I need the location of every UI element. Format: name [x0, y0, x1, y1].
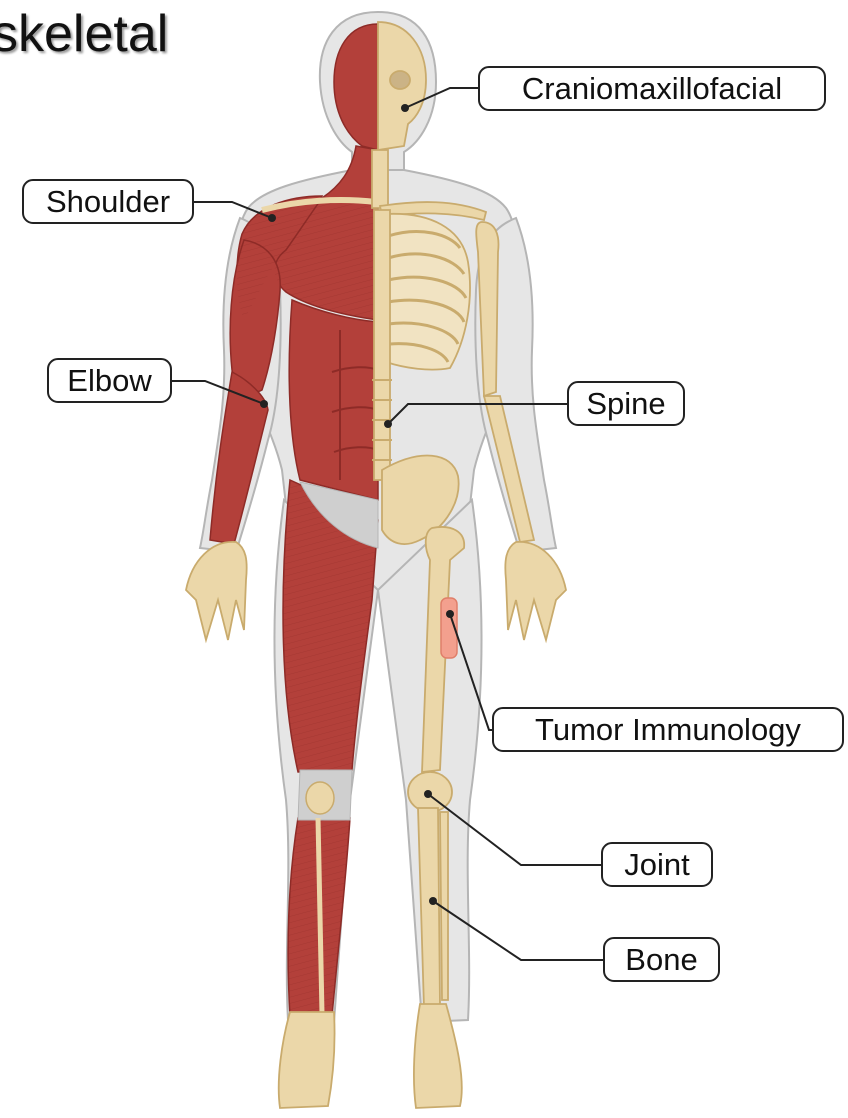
rib-cage: [386, 214, 470, 370]
left-patella: [306, 782, 334, 814]
label-tumor-immunology: Tumor Immunology: [492, 707, 844, 752]
label-shoulder: Shoulder: [22, 179, 194, 224]
left-hand: [186, 542, 247, 640]
label-spine: Spine: [567, 381, 685, 426]
abdominal-muscles: [289, 300, 378, 500]
label-bone: Bone: [603, 937, 720, 982]
muscular-system: [210, 24, 378, 1016]
eye-socket: [390, 71, 410, 89]
page-title: skeletal: [0, 4, 168, 64]
left-foot: [279, 1012, 335, 1108]
cervical-spine: [372, 150, 388, 208]
neck-muscles: [322, 146, 378, 200]
label-joint: Joint: [601, 842, 713, 887]
label-craniomaxillofacial: Craniomaxillofacial: [478, 66, 826, 111]
label-elbow: Elbow: [47, 358, 172, 403]
right-hand: [505, 542, 566, 640]
